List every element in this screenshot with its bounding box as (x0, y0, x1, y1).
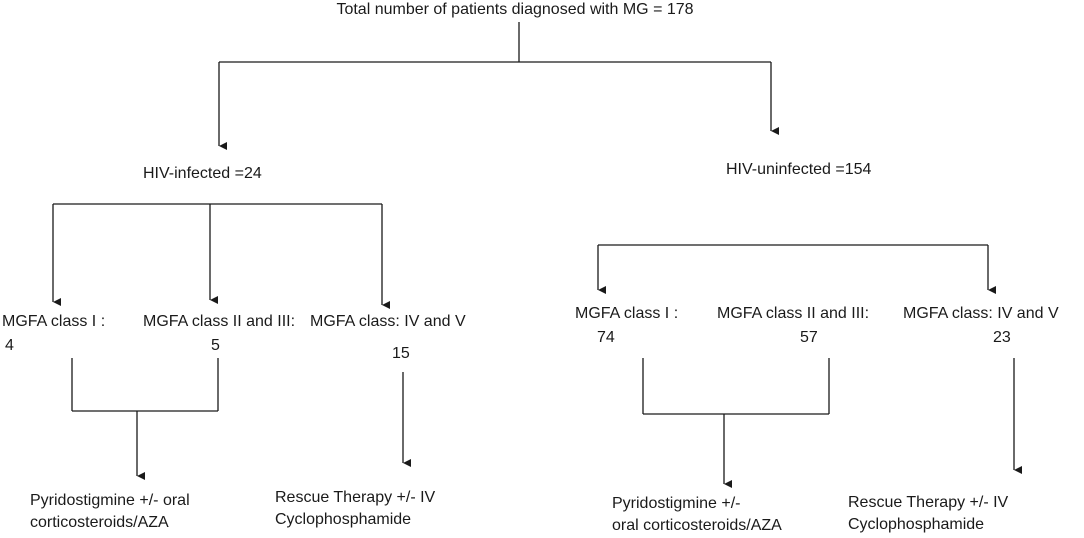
uninfected-class45-name: MGFA class: IV and V (903, 305, 1059, 322)
uninfected-treatment2-line1: Rescue Therapy +/- IV (848, 494, 1009, 511)
infected-class45-count: 15 (392, 345, 410, 362)
uninfected-class23-name: MGFA class II and III: (717, 305, 870, 322)
uninfected-treatment1-line1: Pyridostigmine +/- (612, 495, 741, 512)
infected-treatment1-line2: corticosteroids/AZA (30, 514, 169, 531)
uninfected-class1-count: 74 (597, 329, 615, 346)
uninfected-class1-name: MGFA class I : (575, 305, 679, 322)
infected-class1-count: 4 (5, 337, 14, 354)
infected-treatment1-line1: Pyridostigmine +/- oral (30, 492, 190, 509)
uninfected-treatment1-line2: oral corticosteroids/AZA (612, 517, 782, 534)
infected-treatment2-line2: Cyclophosphamide (275, 511, 412, 528)
hiv-uninfected-node: HIV-uninfected =154 (726, 161, 872, 178)
infected-class45-name: MGFA class: IV and V (310, 313, 466, 330)
infected-class1-name: MGFA class I : (2, 313, 106, 330)
uninfected-treatment2-line2: Cyclophosphamide (848, 516, 985, 533)
infected-class23-name: MGFA class II and III: (143, 313, 296, 330)
uninfected-class23-count: 57 (800, 329, 818, 346)
infected-treatment2-line1: Rescue Therapy +/- IV (275, 489, 436, 506)
uninfected-class45-count: 23 (993, 329, 1011, 346)
infected-class23-count: 5 (211, 337, 220, 354)
hiv-infected-node: HIV-infected =24 (143, 165, 262, 182)
root-node: Total number of patients diagnosed with … (336, 1, 694, 18)
